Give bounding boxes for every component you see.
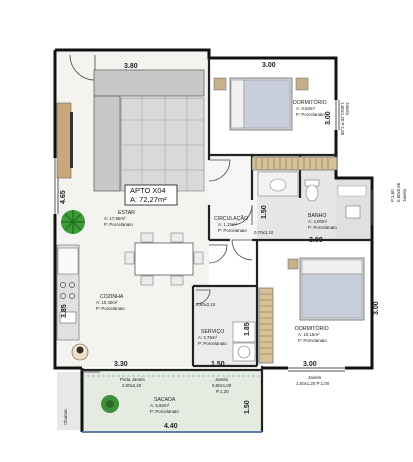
apartment-id: APTO X04 xyxy=(130,186,166,195)
svg-text:Janela: Janela xyxy=(308,375,321,380)
janela-dorm2-label: Janela 1,50x1,20 P:1,00 xyxy=(296,375,330,386)
dim-3-00-dorm1: 3.00 xyxy=(325,111,332,125)
dormitorio2-name: DORMITÓRIO xyxy=(295,325,329,332)
cozinha-area: A: 10,40m² xyxy=(96,300,118,305)
cozinha-name: COZINHA xyxy=(100,294,124,300)
janela-dorm1-label: Janela 1,50x1,20 P:1,00 xyxy=(340,102,350,136)
balcony-plant xyxy=(101,395,119,413)
janela-servico-label: Janela 0,80x1,00 P:1,20 xyxy=(212,377,232,394)
tv-console xyxy=(56,102,73,179)
dim-3-85: 3.85 xyxy=(61,304,68,318)
label-apartment: APTO X04 A: 72,27m² xyxy=(124,184,178,206)
bedroom1-bed xyxy=(213,77,309,131)
dormitorio1-floor: P: Porcelanato xyxy=(296,112,325,117)
banho-floor: P: Porcelanato xyxy=(308,225,337,230)
label-servico: SERVIÇO A: 2,75m² P: Porcelanato xyxy=(198,329,227,346)
svg-text:0,80x1,00: 0,80x1,00 xyxy=(212,383,232,388)
potted-plant xyxy=(61,210,85,234)
dining-table xyxy=(124,232,204,286)
dim-1-50-bot: 1.50 xyxy=(211,361,225,368)
dim-4-40: 4.40 xyxy=(164,423,178,430)
dim-3-80: 3.80 xyxy=(124,63,138,70)
label-banho: BANHO A: 4,00m² P: Porcelanato xyxy=(308,213,337,230)
dormitorio1-area: A: 9,50m² xyxy=(296,106,316,111)
svg-text:P:1,20: P:1,20 xyxy=(216,389,229,394)
bedroom1-wardrobe xyxy=(251,156,338,171)
svg-text:Janela: Janela xyxy=(215,377,228,382)
bedroom2-bed xyxy=(287,257,365,321)
bedroom2-wardrobe xyxy=(258,287,274,364)
apartment-area: A: 72,27m² xyxy=(130,195,167,204)
sacada-area: A: 6,60m² xyxy=(150,403,170,408)
dim-3-00-top: 3.00 xyxy=(262,62,276,69)
kitchen-figure xyxy=(71,343,89,361)
l-sofa xyxy=(93,69,205,192)
exterior-windows xyxy=(54,100,373,372)
circulacao-name: CIRCULAÇÃO xyxy=(214,215,248,222)
janela-banho-label: Janela 0,80x0,60 P:1,60 xyxy=(390,182,407,202)
sacada-floor: P: Porcelanato xyxy=(150,409,179,414)
circulacao-floor: P: Porcelanato xyxy=(218,228,247,233)
servico-name: SERVIÇO xyxy=(201,329,224,335)
label-estar: ESTAR A: 17,65m² P: Porcelanato xyxy=(104,210,135,227)
label-dormitorio1: DORMITÓRIO A: 9,50m² P: Porcelanato xyxy=(293,99,327,117)
banho-area: A: 4,00m² xyxy=(308,219,328,224)
kitchen-counter xyxy=(56,244,80,341)
label-dormitorio2: DORMITÓRIO A: 10,15m² P: Porcelanato xyxy=(295,325,329,343)
dim-3-30: 3.30 xyxy=(114,361,128,368)
circulacao-area: A: 1,15m² xyxy=(218,222,238,227)
estar-name: ESTAR xyxy=(118,210,135,216)
estar-floor: P: Porcelanato xyxy=(104,222,133,227)
dim-1-50-sacada: 1.50 xyxy=(244,400,251,414)
svg-text:2,00x2,20: 2,00x2,20 xyxy=(122,383,142,388)
dim-4-65: 4.65 xyxy=(60,190,67,204)
dormitorio2-floor: P: Porcelanato xyxy=(298,338,327,343)
dim-1-50-circ: 1.50 xyxy=(261,205,268,219)
balcony-railing xyxy=(82,375,262,433)
dim-3-00-mid: 3.00 xyxy=(309,237,323,244)
servico-door-size: 0,80x2,10 xyxy=(196,302,216,307)
svg-text:Janela: Janela xyxy=(402,189,407,202)
dormitorio2-area: A: 10,15m² xyxy=(298,332,320,337)
svg-text:1,50x1,20 P:1,00: 1,50x1,20 P:1,00 xyxy=(296,381,330,386)
svg-text:1,50x1,20 P:1,00: 1,50x1,20 P:1,00 xyxy=(340,102,345,136)
svg-text:0,80x0,60: 0,80x0,60 xyxy=(396,182,401,202)
dim-3-00-dorm2: 3.00 xyxy=(373,301,380,315)
hall-floor xyxy=(209,155,257,240)
dim-1-85: 1.85 xyxy=(244,322,251,336)
churrasqueira-label: Churras. xyxy=(63,408,68,425)
porta-janela-label: Porta Janela 2,00x2,20 xyxy=(120,377,145,388)
servico-floor: P: Porcelanato xyxy=(198,341,227,346)
grill-block xyxy=(57,372,81,430)
banho-name: BANHO xyxy=(308,213,326,219)
cozinha-floor: P: Porcelanato xyxy=(96,306,125,311)
dormitorio1-name: DORMITÓRIO xyxy=(293,99,327,106)
label-cozinha: COZINHA A: 10,40m² P: Porcelanato xyxy=(96,294,125,311)
sacada-name: SACADA xyxy=(154,397,176,403)
label-sacada: SACADA A: 6,60m² P: Porcelanato xyxy=(150,397,179,414)
interior-walls xyxy=(80,58,372,432)
dim-3-00-bot: 3.00 xyxy=(303,361,317,368)
label-circulacao: CIRCULAÇÃO A: 1,15m² P: Porcelanato xyxy=(214,215,248,233)
servico-area: A: 2,75m² xyxy=(198,335,218,340)
svg-text:Janela: Janela xyxy=(345,102,350,115)
svg-text:P:1,60: P:1,60 xyxy=(390,189,395,202)
svg-text:Porta Janela: Porta Janela xyxy=(120,377,145,382)
estar-area: A: 17,65m² xyxy=(104,216,126,221)
door-swings xyxy=(69,54,253,373)
circ-door-size: 0,70x2,10 xyxy=(254,230,274,235)
service-fixtures xyxy=(232,321,256,362)
bathroom-fixtures xyxy=(257,171,367,219)
